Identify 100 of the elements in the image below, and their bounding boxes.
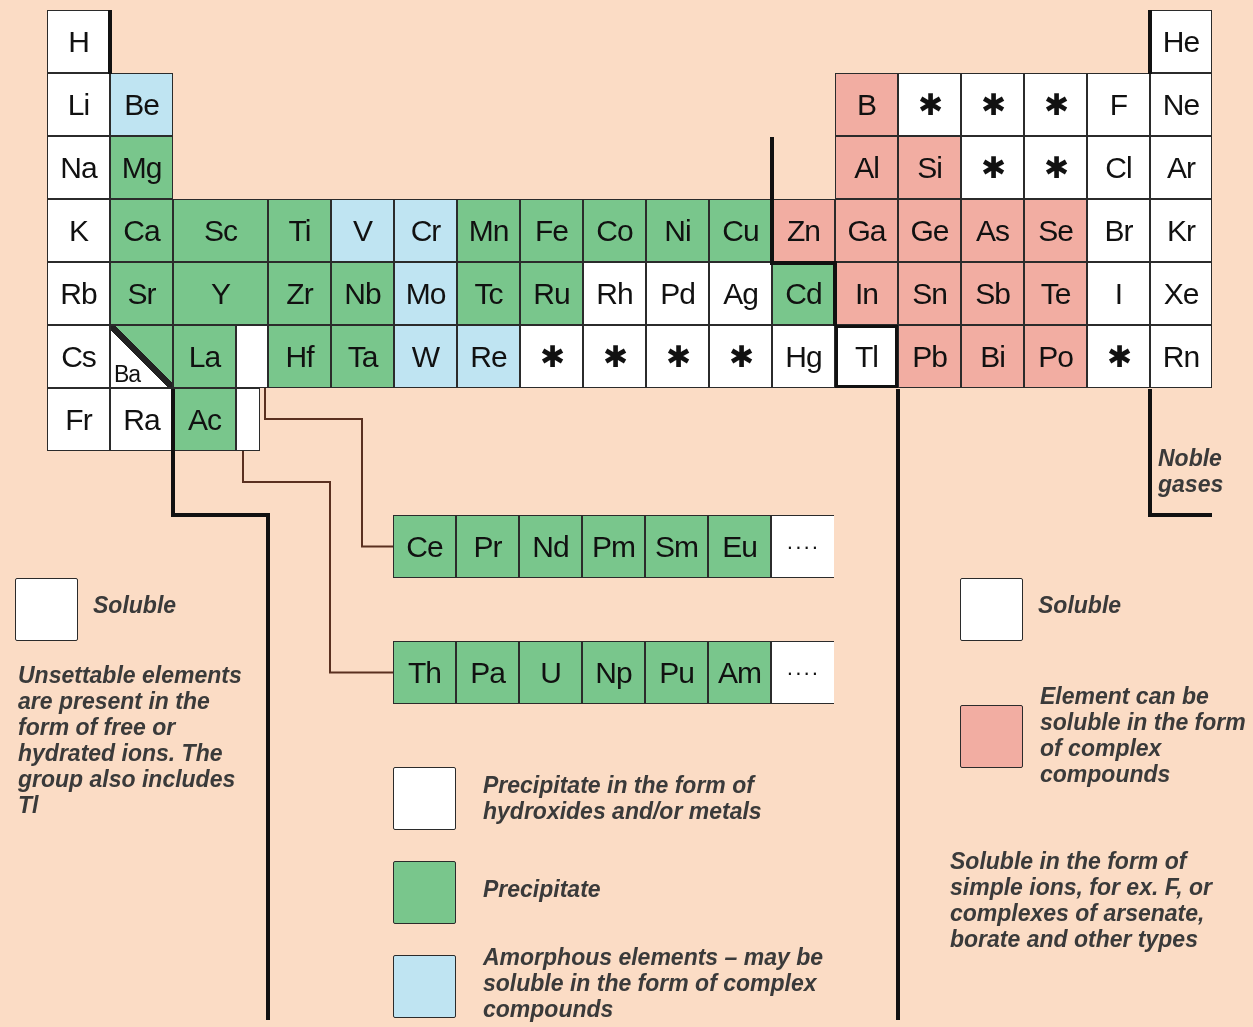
- element-cell: As: [961, 199, 1024, 262]
- element-cell: Pu: [645, 641, 708, 704]
- element-cell: Rn: [1150, 325, 1212, 388]
- element-cell: Sr: [110, 262, 173, 325]
- connector-line: [264, 387, 394, 548]
- element-cell: ✱: [961, 136, 1024, 199]
- element-cell: Ag: [709, 262, 772, 325]
- element-cell: Ga: [835, 199, 898, 262]
- element-cell: ····: [771, 641, 834, 704]
- element-cell: Fr: [47, 388, 110, 451]
- element-cell: Y: [173, 262, 268, 325]
- element-cell: Rb: [47, 262, 110, 325]
- element-cell: Ni: [646, 199, 709, 262]
- element-cell: Sc: [173, 199, 268, 262]
- element-cell: ✱: [961, 73, 1024, 136]
- element-cell: ✱: [1024, 136, 1087, 199]
- element-cell: Ti: [268, 199, 331, 262]
- element-cell: Am: [708, 641, 771, 704]
- group-label: Noble gases: [1158, 445, 1225, 497]
- element-cell: Tc: [457, 262, 520, 325]
- element-cell: F: [1087, 73, 1150, 136]
- note-text: Unsettable elements are present in the form of free or hydrated ions. The group also includes Tl: [18, 662, 243, 818]
- element-cell: Ra: [110, 388, 173, 451]
- element-cell: W: [394, 325, 457, 388]
- element-cell: Mo: [394, 262, 457, 325]
- element-cell: U: [519, 641, 582, 704]
- element-cell: Pd: [646, 262, 709, 325]
- element-cell: Se: [1024, 199, 1087, 262]
- element-cell: Te: [1024, 262, 1087, 325]
- element-cell: Al: [835, 136, 898, 199]
- element-cell: Tl: [835, 325, 898, 388]
- element-cell: Hg: [772, 325, 835, 388]
- empty-cell: [236, 388, 260, 451]
- element-cell: Ce: [393, 515, 456, 578]
- element-cell: Th: [393, 641, 456, 704]
- element-cell: ✱: [520, 325, 583, 388]
- element-cell: Sm: [645, 515, 708, 578]
- legend-text: Soluble: [1038, 592, 1123, 618]
- element-cell: Nb: [331, 262, 394, 325]
- element-cell: Zn: [772, 199, 835, 262]
- element-cell: Ca: [110, 199, 173, 262]
- element-cell: Eu: [708, 515, 771, 578]
- element-cell: Sn: [898, 262, 961, 325]
- element-cell: Be: [110, 73, 173, 136]
- element-cell: Ta: [331, 325, 394, 388]
- element-cell: ✱: [898, 73, 961, 136]
- element-cell: H: [47, 10, 110, 73]
- element-cell: He: [1150, 10, 1212, 73]
- element-cell: Hf: [268, 325, 331, 388]
- note-text: Soluble in the form of simple ions, for ex. F, or complexes of arsenate, borate and other types: [950, 848, 1214, 952]
- element-cell: Xe: [1150, 262, 1212, 325]
- element-cell: Pr: [456, 515, 519, 578]
- element-cell: Na: [47, 136, 110, 199]
- element-cell: ✱: [583, 325, 646, 388]
- element-cell: Cu: [709, 199, 772, 262]
- element-cell: Rh: [583, 262, 646, 325]
- element-cell: Np: [582, 641, 645, 704]
- element-cell: Pa: [456, 641, 519, 704]
- element-cell: Co: [583, 199, 646, 262]
- element-cell: B: [835, 73, 898, 136]
- element-cell: Po: [1024, 325, 1087, 388]
- element-cell: Zr: [268, 262, 331, 325]
- element-cell: In: [835, 262, 898, 325]
- element-cell: Br: [1087, 199, 1150, 262]
- element-cell: Cr: [394, 199, 457, 262]
- element-cell: Kr: [1150, 199, 1212, 262]
- element-cell: Mg: [110, 136, 173, 199]
- element-cell: Cl: [1087, 136, 1150, 199]
- element-cell: ✱: [1024, 73, 1087, 136]
- element-cell: I: [1087, 262, 1150, 325]
- element-cell: V: [331, 199, 394, 262]
- element-cell: Ge: [898, 199, 961, 262]
- element-cell: Nd: [519, 515, 582, 578]
- legend-text: Amorphous elements – may be soluble in the form of complex compounds: [483, 944, 824, 1022]
- element-cell: Sb: [961, 262, 1024, 325]
- legend-text: Element can be soluble in the form of complex compounds: [1040, 683, 1247, 787]
- legend-text: Soluble: [93, 592, 178, 618]
- element-cell: Si: [898, 136, 961, 199]
- element-cell: ✱: [709, 325, 772, 388]
- element-cell: Pm: [582, 515, 645, 578]
- legend-text: Precipitate: [483, 876, 602, 902]
- element-cell: Ne: [1150, 73, 1212, 136]
- element-cell: K: [47, 199, 110, 262]
- element-cell: Mn: [457, 199, 520, 262]
- element-cell: ✱: [1087, 325, 1150, 388]
- element-cell: Cd: [772, 262, 835, 325]
- element-cell: Ac: [173, 388, 236, 451]
- element-cell: Cs: [47, 325, 110, 388]
- element-cell: Fe: [520, 199, 583, 262]
- empty-cell: [236, 325, 268, 388]
- element-cell: Pb: [898, 325, 961, 388]
- element-cell: La: [173, 325, 236, 388]
- element-cell: Ar: [1150, 136, 1212, 199]
- legend-text: Precipitate in the form of hydroxides and/or metals: [483, 772, 763, 824]
- element-cell: Ru: [520, 262, 583, 325]
- element-cell: Li: [47, 73, 110, 136]
- element-cell: ····: [771, 515, 834, 578]
- connector-line: [242, 450, 394, 674]
- element-cell: Re: [457, 325, 520, 388]
- element-cell: ✱: [646, 325, 709, 388]
